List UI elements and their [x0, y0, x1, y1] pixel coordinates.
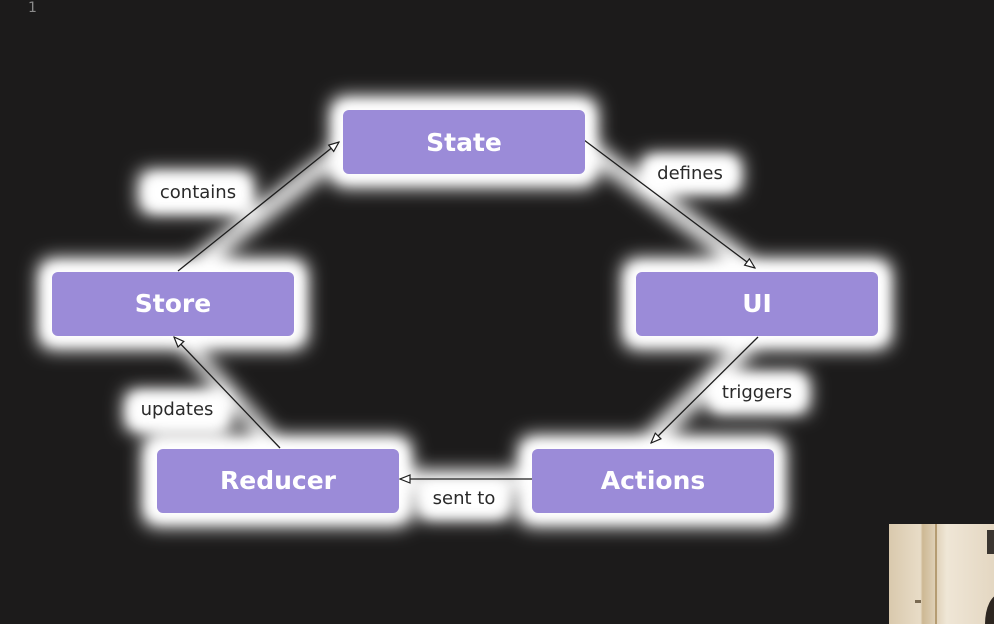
- slide-number: 1: [28, 0, 37, 16]
- node-reducer: Reducer: [157, 449, 399, 513]
- edge-label-updates: updates: [141, 399, 214, 420]
- node-state-box: [343, 110, 585, 174]
- edge-store-to-state: [177, 142, 339, 272]
- node-state-label: State: [426, 128, 502, 157]
- edge-state-to-ui: [583, 139, 755, 268]
- node-store: Store: [52, 272, 294, 336]
- node-store-box: [52, 272, 294, 336]
- edge-label-triggers: triggers: [722, 382, 792, 403]
- webcam-overlay: [889, 524, 994, 624]
- edge-label-sent-to: sent to: [433, 488, 496, 509]
- node-store-label: Store: [135, 289, 211, 318]
- webcam-person: [985, 594, 994, 624]
- edge-reducer-to-store: [174, 337, 281, 449]
- node-actions-box: [532, 449, 774, 513]
- webcam-door-handle: [915, 600, 921, 603]
- edges: [174, 139, 759, 479]
- node-ui-box: [636, 272, 878, 336]
- node-reducer-box: [157, 449, 399, 513]
- node-ui: UI: [636, 272, 878, 336]
- edge-label-contains: contains: [160, 182, 236, 203]
- webcam-door-edge: [935, 524, 937, 624]
- edge-ui-to-actions: [651, 336, 759, 443]
- webcam-picture-frame: [987, 530, 994, 554]
- node-state: State: [343, 110, 585, 174]
- node-reducer-label: Reducer: [220, 466, 337, 495]
- node-actions-label: Actions: [601, 466, 706, 495]
- node-ui-label: UI: [742, 289, 772, 318]
- node-actions: Actions: [532, 449, 774, 513]
- edge-label-defines: defines: [657, 163, 723, 184]
